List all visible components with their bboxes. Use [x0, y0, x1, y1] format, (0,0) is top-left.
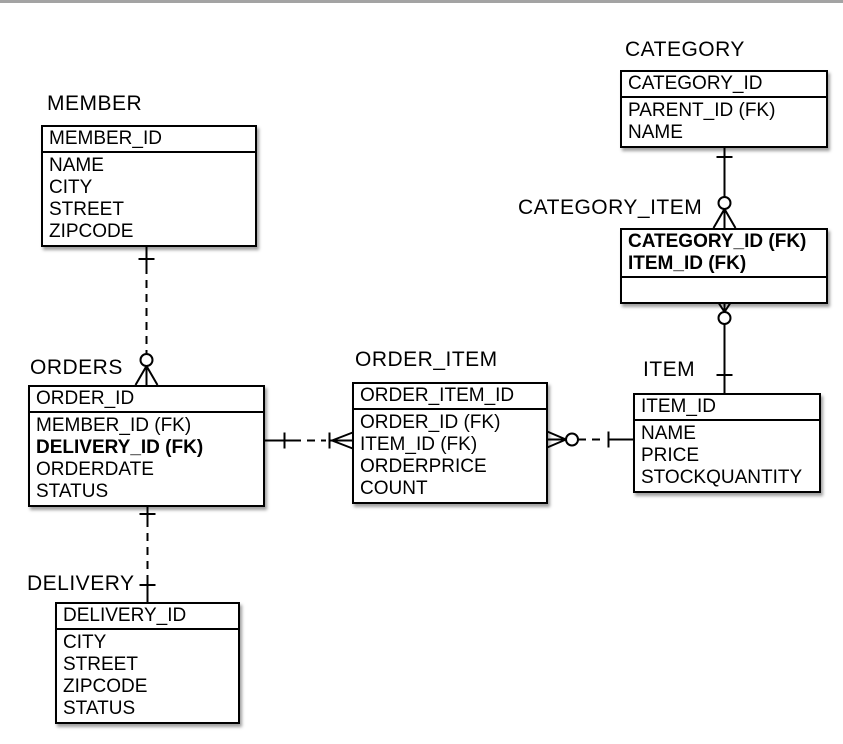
zero-circle-marker — [565, 432, 579, 447]
table-row: DELIVERY_ID (FK) — [36, 437, 204, 458]
entity-order_item-box: ORDER_ITEM_ID ORDER_ID (FK)ITEM_ID (FK)O… — [352, 382, 548, 504]
primary-key-section: ORDER_ID — [30, 387, 263, 413]
rel-orders-delivery[interactable] — [139, 496, 156, 606]
entity-category_item-box: CATEGORY_ID (FK)ITEM_ID (FK) — [620, 228, 828, 304]
entity-title: MEMBER — [47, 92, 143, 115]
table-row: NAME — [628, 122, 683, 143]
table-row: MEMBER_ID — [49, 128, 162, 149]
table-row: STATUS — [36, 481, 109, 502]
attribute-section: PARENT_ID (FK)NAME — [622, 98, 826, 146]
table-row: ORDER_ID (FK) — [360, 412, 501, 433]
table-row: NAME — [49, 155, 104, 176]
rel-category_item-item[interactable] — [712, 294, 737, 396]
primary-key-section: CATEGORY_ID — [622, 72, 826, 98]
rel-category-category_item[interactable] — [712, 137, 737, 229]
zero-circle-marker — [717, 311, 732, 325]
entity-category[interactable]: CATEGORY CATEGORY_ID PARENT_ID (FK)NAME — [620, 38, 828, 148]
table-row: CITY — [49, 177, 93, 198]
table-row: ORDER_ITEM_ID — [360, 385, 515, 406]
table-row: STATUS — [63, 698, 136, 719]
table-row: DELIVERY_ID — [63, 605, 187, 626]
crowfoot-marker — [134, 365, 159, 386]
table-row: ORDER_ID — [36, 388, 135, 409]
primary-key-section: ORDER_ITEM_ID — [354, 384, 546, 410]
rel-order_item-item[interactable] — [545, 430, 636, 449]
table-row: PARENT_ID (FK) — [628, 100, 776, 121]
primary-key-section: CATEGORY_ID (FK)ITEM_ID (FK) — [622, 230, 826, 278]
attribute-section — [622, 278, 826, 302]
entity-title: ORDERS — [30, 356, 123, 379]
primary-key-section: MEMBER_ID — [43, 127, 255, 153]
rel-member-orders[interactable] — [134, 240, 159, 386]
primary-key-section: DELIVERY_ID — [57, 604, 238, 630]
crowfoot-marker — [545, 430, 567, 449]
table-row: ZIPCODE — [49, 221, 134, 242]
table-row: CITY — [63, 632, 107, 653]
entity-category_item[interactable]: CATEGORY_ITEM CATEGORY_ID (FK)ITEM_ID (F… — [518, 196, 828, 304]
entity-category-box: CATEGORY_ID PARENT_ID (FK)NAME — [620, 70, 828, 148]
entity-orders-box: ORDER_ID MEMBER_ID (FK)DELIVERY_ID (FK)O… — [28, 385, 265, 507]
table-row: ORDERPRICE — [360, 456, 487, 477]
table-row: STOCKQUANTITY — [641, 467, 803, 488]
entity-title: CATEGORY — [625, 38, 745, 61]
entity-title: DELIVERY — [27, 572, 135, 595]
table-row: ITEM_ID (FK) — [628, 253, 747, 274]
entity-title: ITEM — [643, 358, 696, 381]
zero-circle-marker — [717, 196, 732, 210]
table-row: NAME — [641, 423, 696, 444]
entity-orders[interactable]: ORDERS ORDER_ID MEMBER_ID (FK)DELIVERY_I… — [28, 356, 265, 507]
table-row: STREET — [49, 199, 124, 220]
crowfoot-marker — [329, 431, 355, 450]
table-row: STREET — [63, 654, 138, 675]
crowfoot-marker — [712, 208, 737, 229]
entity-order_item[interactable]: ORDER_ITEM ORDER_ITEM_ID ORDER_ID (FK)IT… — [352, 348, 548, 504]
rel-orders-order_item[interactable] — [262, 431, 355, 450]
table-row: CATEGORY_ID — [628, 73, 763, 94]
entity-title: CATEGORY_ITEM — [518, 196, 703, 219]
table-row: COUNT — [360, 478, 428, 499]
table-row: ITEM_ID — [641, 396, 716, 417]
table-row: ORDERDATE — [36, 459, 154, 480]
top-divider-line — [0, 0, 843, 3]
table-row: PRICE — [641, 445, 700, 466]
zero-circle-marker — [139, 353, 154, 367]
table-row: ZIPCODE — [63, 676, 148, 697]
entity-title: ORDER_ITEM — [355, 348, 498, 371]
table-row: CATEGORY_ID (FK) — [628, 231, 807, 252]
table-row: ITEM_ID (FK) — [360, 434, 478, 455]
table-row: MEMBER_ID (FK) — [36, 415, 192, 436]
primary-key-section: ITEM_ID — [635, 395, 819, 421]
